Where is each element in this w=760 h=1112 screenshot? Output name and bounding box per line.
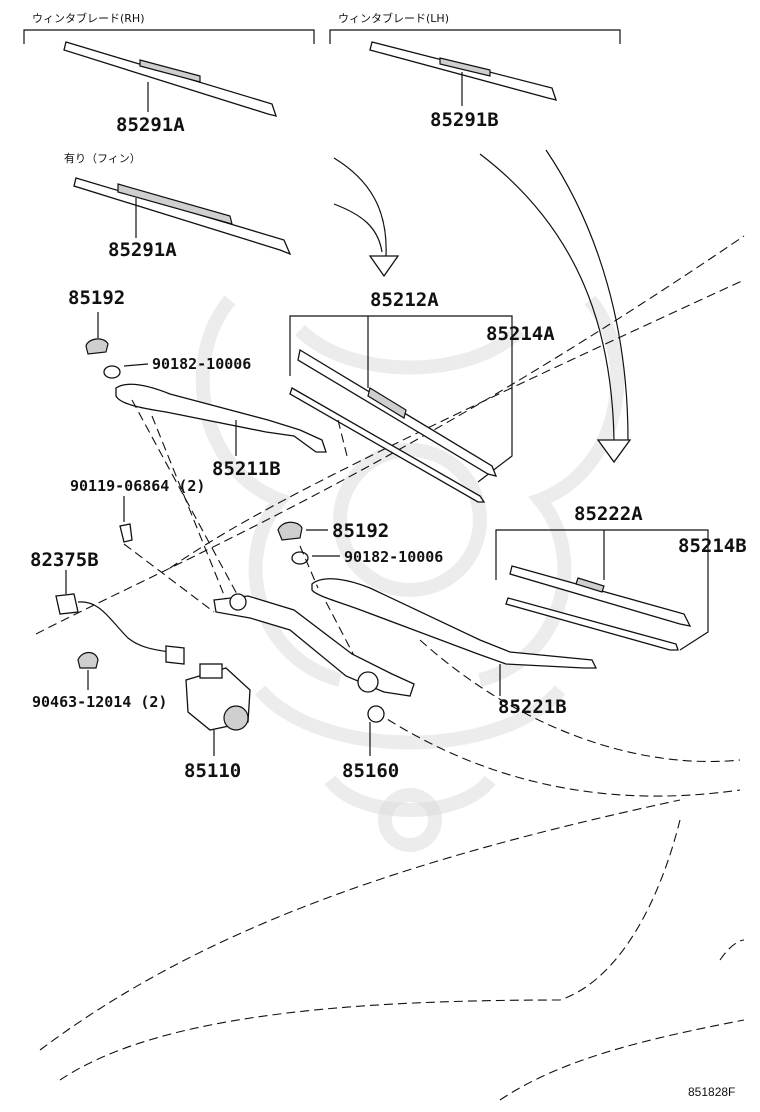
winter-blade-lh (369, 41, 557, 106)
blade-lh-label: ウィンタブレード(LH) (338, 11, 449, 25)
blade-assembly-85222A (495, 529, 709, 651)
cap-85192-top (85, 312, 109, 355)
rh-blade-bracket: ウィンタブレード(RH) (23, 11, 315, 44)
wiper-linkage-85160 (213, 593, 415, 756)
label-82375B: 82375B (30, 549, 99, 571)
nut-90182-mid (291, 551, 340, 565)
wiper-arm-85221B (311, 578, 598, 696)
label-85221B: 85221B (498, 696, 567, 718)
hose-82375B (55, 570, 185, 665)
winter-blade-rh (63, 41, 277, 117)
label-85192-top: 85192 (68, 287, 125, 309)
fin-label: 有り（フィン） (64, 151, 141, 165)
blade-assembly-85212A (289, 315, 513, 503)
label-85212A: 85212A (370, 289, 439, 311)
label-85291A-rh: 85291A (116, 114, 185, 136)
arrow-left (333, 157, 400, 278)
lh-blade-bracket: ウィンタブレード(LH) (329, 11, 621, 44)
label-90119: 90119-06864 (2) (70, 477, 205, 495)
label-85211B: 85211B (212, 458, 281, 480)
watermark-emblem (195, 295, 625, 852)
diagram-code: 851828F (688, 1085, 735, 1099)
screw-90119 (119, 496, 133, 543)
label-85160: 85160 (342, 760, 399, 782)
fin-blade (73, 177, 292, 256)
label-90182-mid: 90182-10006 (344, 548, 443, 566)
clip-90463 (77, 651, 99, 690)
label-85214B: 85214B (678, 535, 747, 557)
label-85192-mid: 85192 (332, 520, 389, 542)
label-85222A: 85222A (574, 503, 643, 525)
label-90182-top: 90182-10006 (152, 355, 251, 373)
label-85214A: 85214A (486, 323, 555, 345)
arrow-right (479, 149, 632, 464)
assembly-guides (123, 399, 373, 691)
blade-rh-label: ウィンタブレード(RH) (32, 11, 145, 25)
nut-90182-top (103, 363, 149, 379)
wiper-arm-85211B (115, 383, 327, 456)
label-85291A-fin: 85291A (108, 239, 177, 261)
car-body-outline (35, 235, 745, 1101)
label-85110: 85110 (184, 760, 241, 782)
wiper-motor-85110 (185, 663, 251, 756)
cap-85192-mid (277, 521, 328, 541)
label-85291B: 85291B (430, 109, 499, 131)
label-90463: 90463-12014 (2) (32, 693, 167, 711)
